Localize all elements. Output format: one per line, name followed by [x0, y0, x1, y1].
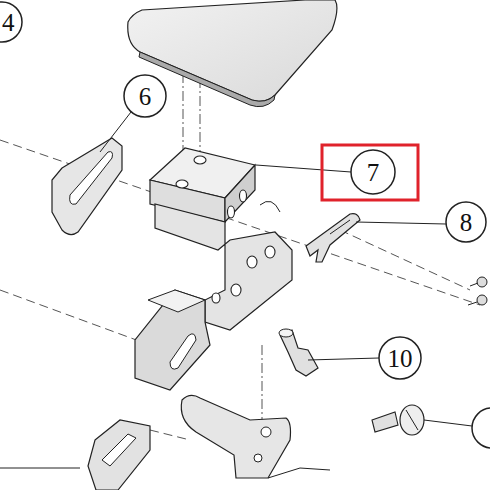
part-6-bracket: [52, 138, 122, 235]
callout-number: 8: [460, 210, 473, 235]
highlight-box: [322, 145, 418, 200]
part-7-foot-slot: [170, 334, 196, 369]
leader-line: [424, 420, 472, 426]
part-10-pin: [280, 330, 318, 376]
part-7-foot-top: [148, 290, 205, 312]
screw-slot: [406, 410, 418, 430]
callout-circle: [472, 408, 490, 448]
bottom-plate-holes: [254, 427, 271, 462]
small-screws: [468, 277, 487, 305]
part-7-spring: [260, 201, 280, 212]
callout-number: 10: [388, 346, 413, 371]
part-7-holes: [176, 156, 275, 303]
callout-number: 7: [367, 160, 380, 185]
lower-bracket-slot: [102, 434, 136, 466]
leader-line: [0, 468, 80, 469]
leader-lines: [100, 112, 446, 360]
callout-number: 4: [2, 10, 15, 35]
part-10-head: [279, 329, 293, 337]
lower-bracket: [88, 420, 150, 490]
wire: [268, 468, 330, 478]
callout-circles: [0, 2, 486, 379]
part-8-slot: [330, 220, 350, 234]
part-6-slot: [70, 152, 113, 205]
callout-number: 6: [139, 84, 152, 109]
part-7-side: [225, 165, 255, 222]
part-8-clip: [306, 214, 360, 262]
part-7-foot: [135, 290, 210, 390]
screw-head: [400, 405, 424, 435]
screw-shank: [372, 412, 398, 432]
bottom-plate: [181, 395, 290, 478]
